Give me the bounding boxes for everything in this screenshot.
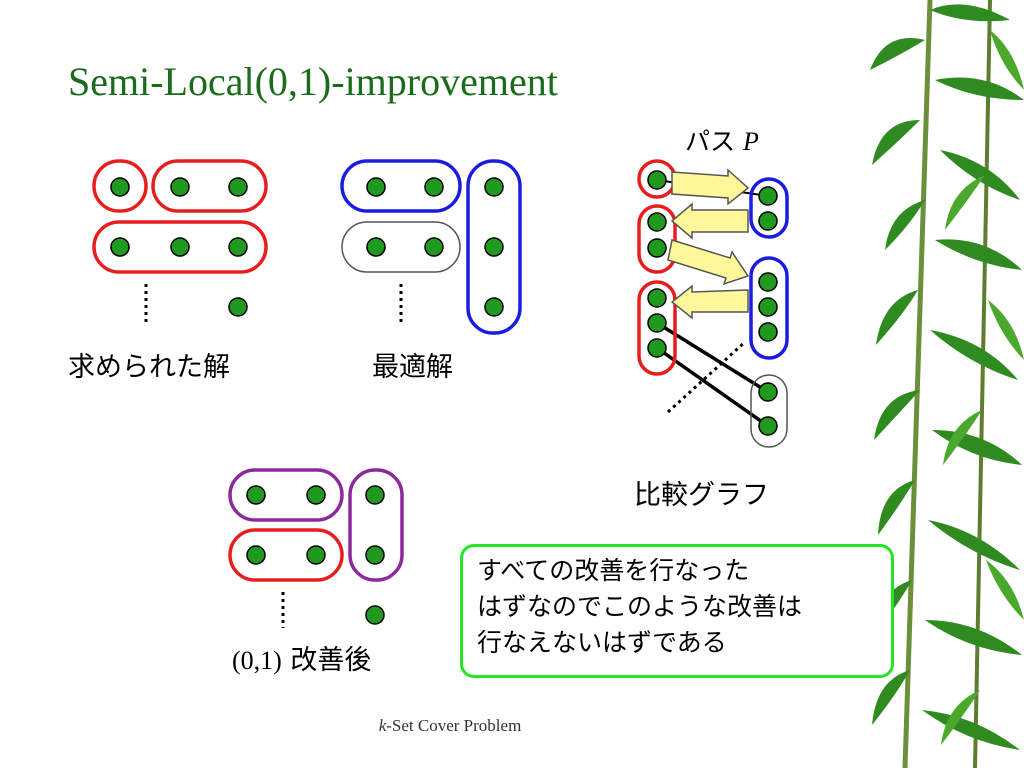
node: [484, 177, 504, 197]
node: [647, 338, 667, 358]
node: [758, 186, 778, 206]
node: [170, 177, 190, 197]
comparison-graph-label: 比較グラフ: [634, 480, 769, 511]
path-arrow-right: [671, 168, 750, 206]
optimal-set-2: [341, 221, 461, 273]
optimal-solution-label: 最適解: [372, 352, 453, 383]
node: [758, 297, 778, 317]
node: [758, 211, 778, 231]
node: [758, 416, 778, 436]
after-improvement-prefix: (0,1): [232, 646, 282, 675]
footer-text: -Set Cover Problem: [386, 716, 522, 735]
found-solution-label: 求められた解: [68, 352, 230, 383]
node: [306, 545, 326, 565]
found-solution-diagram: [92, 159, 268, 322]
node: [306, 485, 326, 505]
note-line: すべての改善を行なった: [477, 556, 750, 585]
node: [110, 177, 130, 197]
bamboo-decoration: [870, 0, 1024, 768]
node: [758, 272, 778, 292]
gray-set: [750, 374, 788, 448]
after-improvement-label: (0,1) 改善後: [232, 638, 371, 677]
comparison-graph-diagram: [637, 159, 789, 448]
note-line: 行なえないはずである: [477, 628, 727, 657]
optimal-solution-diagram: [340, 159, 522, 335]
note-line: はずなのでこのような改善は: [477, 592, 803, 621]
node: [424, 237, 444, 257]
found-set-2: [151, 159, 268, 213]
node: [424, 177, 444, 197]
after-improvement-diagram: [228, 468, 404, 628]
red-set: [228, 528, 344, 582]
node: [365, 485, 385, 505]
slide-title: Semi-Local(0,1)-improvement: [68, 59, 558, 104]
node: [365, 545, 385, 565]
node: [228, 177, 248, 197]
node: [758, 382, 778, 402]
path-arrow-left: [670, 202, 749, 240]
purple-set-2: [348, 468, 404, 582]
blue-set-a: [749, 177, 789, 239]
path-variable: P: [742, 127, 759, 156]
red-set-c: [637, 280, 677, 376]
purple-set-1: [228, 468, 344, 522]
node: [647, 212, 667, 232]
node: [246, 545, 266, 565]
path-label-prefix: パス: [685, 127, 743, 156]
node: [366, 177, 386, 197]
footer-k: k: [378, 716, 387, 735]
path-label: パス P: [685, 122, 759, 158]
note-box: すべての改善を行なった はずなのでこのような改善は 行なえないはずである: [460, 544, 894, 678]
path-arrow-left: [670, 284, 749, 320]
node: [647, 313, 667, 333]
found-set-3: [92, 220, 268, 274]
node: [484, 297, 504, 317]
found-set-1: [92, 159, 148, 213]
blue-set-b: [749, 256, 789, 360]
node: [110, 237, 130, 257]
red-set-b: [637, 204, 677, 274]
dotted-edge: [666, 340, 747, 414]
path-arrow-right: [667, 239, 750, 286]
node: [647, 170, 667, 190]
node: [170, 237, 190, 257]
node: [365, 605, 385, 625]
node: [647, 288, 667, 308]
node: [366, 237, 386, 257]
node: [647, 238, 667, 258]
optimal-set-3: [466, 159, 522, 335]
node: [484, 237, 504, 257]
optimal-set-1: [340, 159, 462, 213]
after-improvement-suffix: 改善後: [281, 645, 372, 676]
slide-footer: k-Set Cover Problem: [0, 716, 900, 736]
node: [246, 485, 266, 505]
node: [758, 322, 778, 342]
node: [228, 237, 248, 257]
node: [228, 297, 248, 317]
